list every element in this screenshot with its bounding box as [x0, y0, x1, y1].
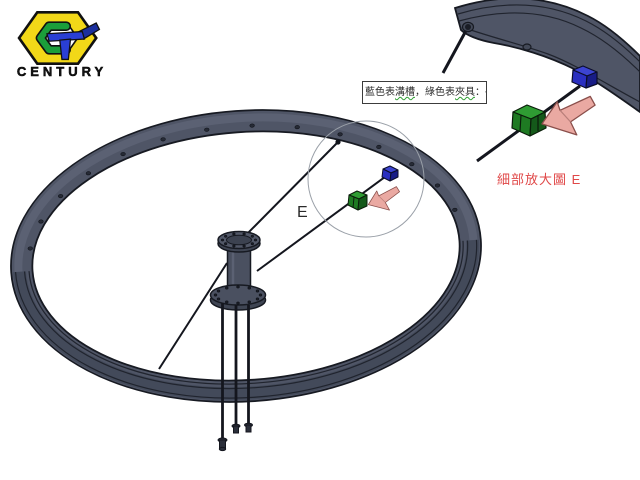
leg-feet [217, 422, 253, 452]
ring [10, 109, 482, 403]
hole [250, 234, 254, 238]
hole [255, 289, 260, 293]
spoke-upper-right [243, 141, 339, 238]
groove-block-main [381, 165, 399, 182]
hole [452, 207, 458, 212]
hole [250, 242, 254, 246]
hole [236, 301, 240, 305]
groove-block-detail [571, 65, 598, 89]
hole [249, 123, 255, 128]
annotation-text-mid: ，綠色表 [415, 87, 455, 98]
annotation-text-end: ：↵ [475, 87, 486, 98]
annotation-text: 藍色表 [365, 87, 395, 98]
logo-hexagon-icon [17, 10, 101, 66]
ring-spoke-holes [27, 123, 458, 251]
hole [225, 286, 229, 290]
hole [224, 242, 228, 246]
hub-legs [221, 303, 250, 439]
clamp-block-main [347, 190, 368, 211]
hole [216, 289, 221, 293]
hole [232, 244, 236, 248]
annotation-text-groove: 溝槽 [395, 87, 415, 98]
hub-bore [226, 234, 252, 246]
hole [294, 125, 300, 130]
callout-circle-e [307, 120, 425, 238]
hole [242, 232, 246, 236]
clamp-block-detail [511, 104, 547, 137]
hole [160, 137, 166, 142]
spoke-anchor-dot [335, 139, 341, 145]
hole [337, 132, 343, 137]
hub [209, 230, 267, 311]
direction-arrow-main-icon [367, 183, 401, 212]
hole [58, 194, 64, 199]
hole [232, 232, 236, 236]
logo-brand-text: CENTURY [16, 64, 108, 80]
bottom-flange-bolt-holes [213, 285, 263, 305]
hole [224, 234, 228, 238]
detail-rim-hole [522, 43, 532, 51]
direction-arrow-detail-icon [540, 89, 597, 138]
spoke-right [256, 173, 390, 272]
detail-spoke-left [441, 26, 470, 74]
century-logo: CENTURY [8, 8, 118, 88]
hole [236, 285, 240, 289]
hole [225, 300, 229, 304]
hole [213, 293, 218, 297]
hole [242, 244, 246, 248]
hole [204, 127, 210, 132]
hole [247, 300, 251, 304]
hole [258, 293, 263, 297]
hole [120, 152, 126, 157]
hole [38, 219, 44, 224]
hole [255, 297, 260, 301]
detail-ring-segment [453, 0, 640, 114]
detail-enlarged-view-label: 細部放大圖 E [497, 172, 582, 187]
spokes [158, 141, 390, 370]
hole [27, 246, 33, 251]
hole [247, 286, 251, 290]
detail-view [441, 0, 640, 163]
hole [409, 162, 415, 167]
hole [434, 183, 441, 188]
hole [253, 238, 258, 242]
hole [216, 297, 221, 301]
top-flange-bolt-holes [220, 232, 258, 248]
hub-bottom-flange [209, 284, 267, 306]
spoke-lower-left [158, 262, 228, 370]
hole [220, 238, 225, 242]
annotation-text-clamp: 夾具 [455, 87, 475, 98]
callout-letter-e: E [297, 204, 308, 221]
hole [376, 144, 382, 149]
hole [85, 171, 92, 176]
annotation-box: 藍色表溝槽，綠色表夾具：↵ [362, 81, 487, 104]
